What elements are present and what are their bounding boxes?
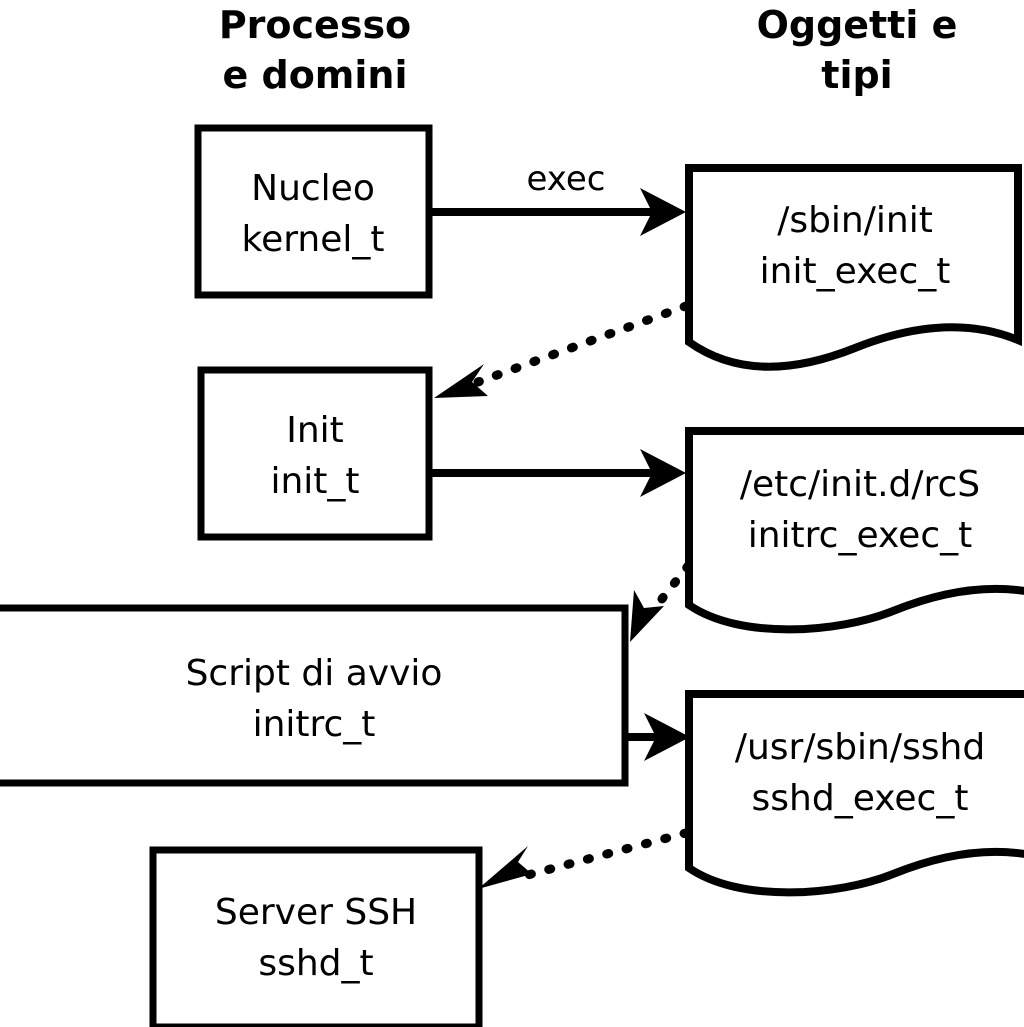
- column-header-objects-line2: tipi: [821, 53, 892, 97]
- node-initrc[interactable]: Script di avvio initrc_t: [0, 604, 629, 787]
- node-kernel-box[interactable]: [194, 124, 433, 299]
- edge-sshd-exec-transition-sshd: [478, 828, 691, 889]
- node-sshd[interactable]: Server SSH sshd_t: [149, 846, 483, 1027]
- node-init-exec-line2: init_exec_t: [760, 251, 951, 292]
- node-init-line1: Init: [286, 410, 344, 451]
- node-init-exec[interactable]: /sbin/init init_exec_t: [685, 164, 1022, 371]
- edge-kernel-exec-init-exec: exec: [432, 159, 686, 236]
- node-init[interactable]: Init init_t: [197, 366, 433, 541]
- node-sshd-box[interactable]: [149, 846, 483, 1027]
- node-sshd-exec[interactable]: /usr/sbin/sshd sshd_exec_t: [685, 690, 1024, 897]
- edge-initrc-exec-transition-arrowhead: [630, 590, 664, 642]
- edge-initrc-exec-sshd-arrowhead: [644, 713, 690, 761]
- edge-init-exec-initrc-exec: [432, 449, 686, 497]
- node-kernel[interactable]: Nucleo kernel_t: [194, 124, 433, 299]
- node-initrc-exec[interactable]: /etc/init.d/rcS initrc_exec_t: [685, 427, 1024, 634]
- node-init-exec-document[interactable]: [685, 164, 1022, 371]
- node-initrc-exec-line1: /etc/init.d/rcS: [740, 464, 980, 505]
- node-initrc-exec-document[interactable]: [685, 427, 1024, 634]
- node-sshd-exec-line2: sshd_exec_t: [752, 778, 969, 819]
- column-header-objects-line1: Oggetti e: [757, 3, 958, 47]
- edge-sshd-exec-transition-arrowhead: [478, 846, 532, 889]
- edge-init-exec-transition-arrowhead: [434, 364, 488, 398]
- node-kernel-line1: Nucleo: [251, 168, 375, 209]
- node-sshd-line2: sshd_t: [258, 943, 373, 984]
- node-initrc-exec-line2: initrc_exec_t: [748, 515, 973, 556]
- column-header-objects: Oggetti e tipi: [757, 3, 958, 97]
- node-initrc-box[interactable]: [0, 604, 629, 787]
- edge-init-exec-transition-line: [473, 301, 691, 387]
- column-header-processes-line1: Processo: [219, 3, 411, 47]
- edge-init-exec-arrowhead: [640, 449, 686, 497]
- edge-initrc-exec-transition-line: [645, 561, 693, 619]
- edge-sshd-exec-transition-line: [519, 828, 691, 881]
- column-header-processes-line2: e domini: [222, 53, 407, 97]
- node-init-box[interactable]: [197, 366, 433, 541]
- node-sshd-exec-line1: /usr/sbin/sshd: [735, 727, 985, 768]
- edge-initrc-exec-transition-initrc: [630, 561, 693, 642]
- node-kernel-line2: kernel_t: [242, 219, 385, 260]
- node-initrc-line1: Script di avvio: [186, 653, 443, 694]
- node-sshd-line1: Server SSH: [215, 892, 417, 933]
- column-header-processes: Processo e domini: [219, 3, 411, 97]
- edge-init-exec-transition-init: [434, 301, 691, 398]
- node-init-line2: init_t: [270, 461, 359, 502]
- node-init-exec-line1: /sbin/init: [777, 200, 933, 241]
- edge-label-exec: exec: [526, 159, 605, 199]
- edge-kernel-exec-arrowhead: [640, 188, 686, 236]
- node-sshd-exec-document[interactable]: [685, 690, 1024, 897]
- edge-initrc-exec-sshd-exec: [626, 713, 690, 761]
- node-initrc-line2: initrc_t: [253, 704, 376, 745]
